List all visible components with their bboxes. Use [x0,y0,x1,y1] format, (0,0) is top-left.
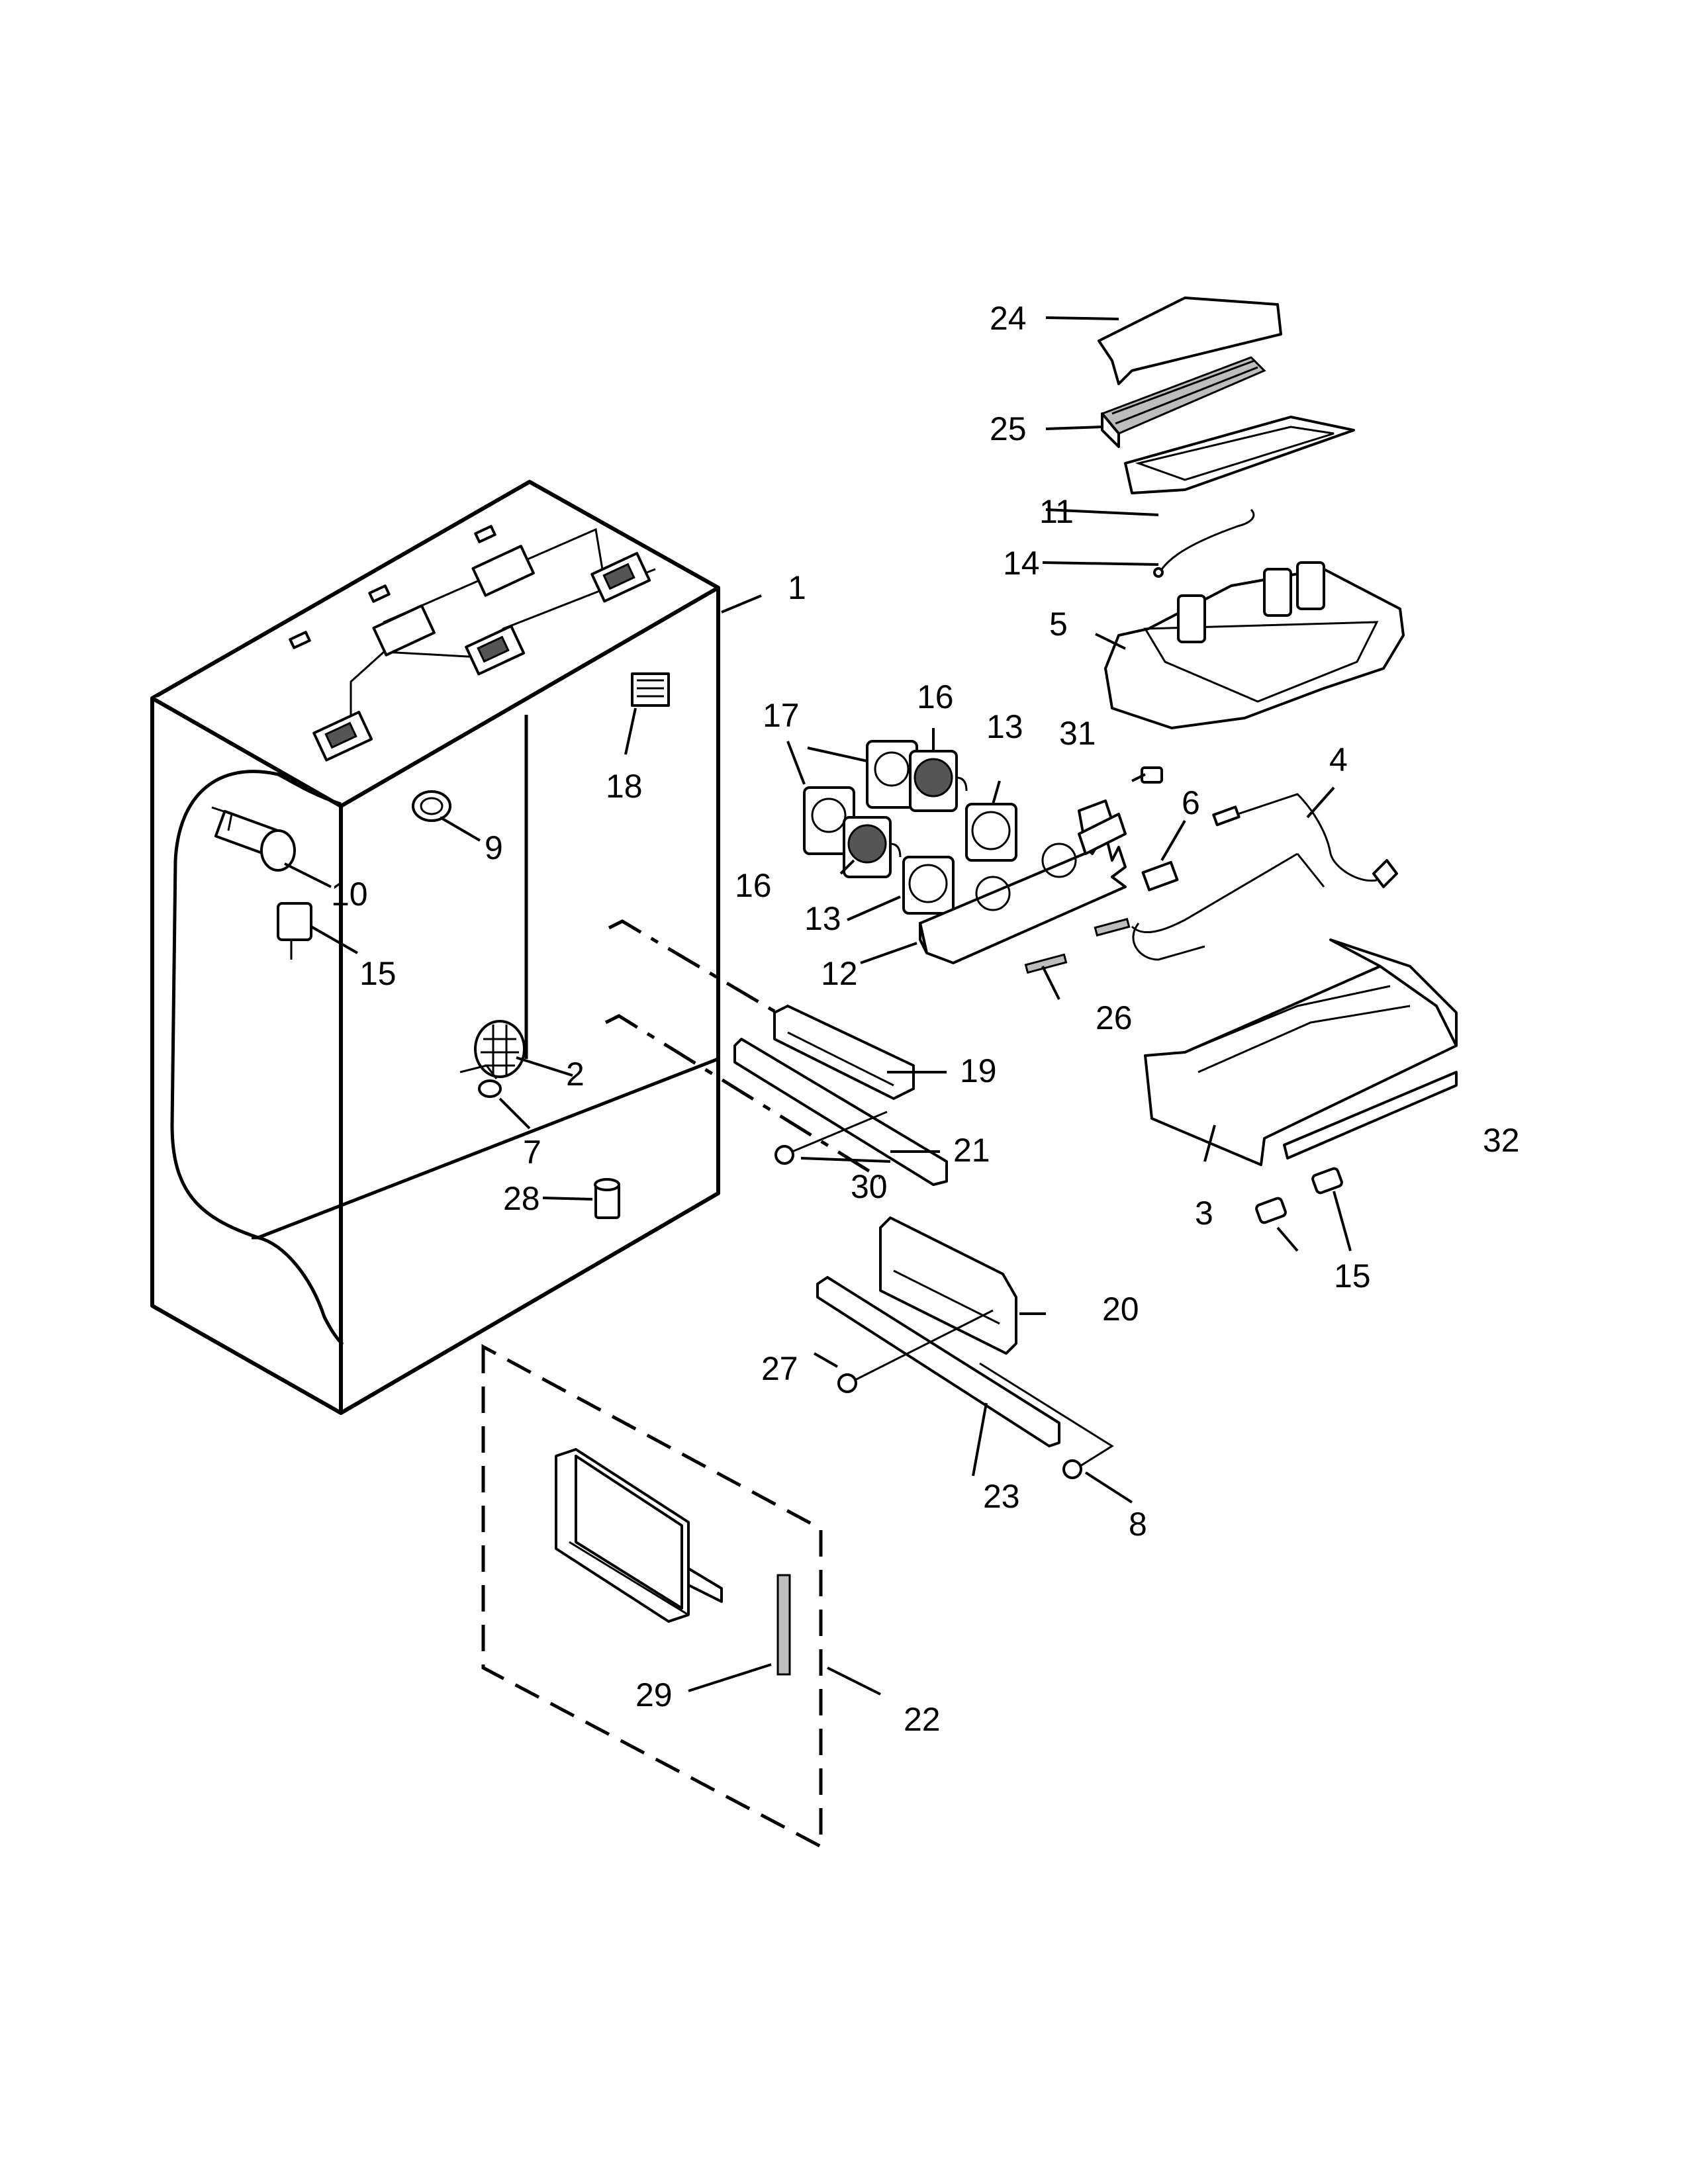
callout-2: 2 [566,1056,585,1093]
rail-part-21 [733,1038,948,1186]
callout-18: 18 [606,768,643,805]
evaporator-part [1100,356,1266,448]
strip-parts [1024,917,1131,974]
damper-cup-part [594,1178,620,1219]
fan-cover-panel-part [919,799,1127,964]
callout-5: 5 [1049,606,1068,643]
callout-8: 8 [1129,1506,1147,1543]
callout-9: 9 [485,829,503,866]
callout-16a: 16 [917,678,954,715]
evaporator-cover-part [1098,296,1282,385]
callout-26: 26 [1096,999,1133,1036]
drain-heater-part [1153,508,1255,578]
callout-15a: 15 [359,955,397,992]
screw-part-27 [837,1309,994,1393]
callout-15b: 15 [1334,1257,1371,1295]
callout-30: 30 [851,1168,888,1205]
fan-grille-part [459,1020,526,1098]
assembly-line-lower [604,1014,882,1180]
rail-part-20 [879,1216,1017,1355]
callout-13b: 13 [804,900,841,937]
grommet-part [412,790,451,822]
wire-harness-part [1131,793,1398,961]
rail-part-23 [816,1276,1060,1447]
screw-part-30 [774,1111,888,1165]
air-filter-part [631,672,670,707]
drain-pan-part [1124,416,1355,494]
callout-12: 12 [821,955,858,992]
callout-16b: 16 [735,867,772,904]
callout-28: 28 [503,1180,540,1217]
callout-29: 29 [635,1676,673,1713]
callout-1: 1 [788,569,806,606]
leader-lines [284,316,1352,1696]
callout-7: 7 [523,1134,541,1171]
slide-bar-part-29 [776,1574,791,1676]
sensor-parts-right [1255,1167,1343,1224]
drawer-assembly-boundary [481,1343,823,1850]
callout-20: 20 [1102,1291,1139,1328]
callout-6: 6 [1182,784,1200,821]
callout-4: 4 [1329,741,1348,778]
callout-31: 31 [1059,715,1096,752]
control-housing-part [1144,938,1458,1166]
cabinet-liner [150,480,720,1415]
fan-shroud-part-13b [902,856,955,915]
callout-24: 24 [990,300,1027,337]
callout-14: 14 [1003,545,1040,582]
water-valve-part [211,806,296,872]
callout-19: 19 [960,1052,997,1089]
callout-17: 17 [763,697,800,734]
callout-21: 21 [953,1132,990,1169]
callout-32: 32 [1483,1122,1520,1159]
drawer-frame-part [555,1448,723,1623]
callout-3: 3 [1195,1195,1213,1232]
sensor-part-left [277,902,312,960]
fan-shroud-part-13a [965,803,1017,862]
assembly-line-upper [608,919,776,1013]
rail-part-19 [773,1005,915,1100]
gasket-part [1141,860,1179,891]
fan-motor-part-16a [909,750,968,812]
callout-13a: 13 [986,708,1023,745]
screw-part-8 [979,1362,1114,1479]
fan-motor-part-16b [843,816,902,878]
evaporator-housing-part [1104,561,1405,729]
callout-23: 23 [983,1478,1020,1515]
callout-27: 27 [761,1350,798,1387]
callout-25: 25 [990,410,1027,447]
callout-11: 11 [1039,493,1074,530]
callout-10: 10 [331,876,368,913]
callout-22: 22 [904,1701,941,1738]
